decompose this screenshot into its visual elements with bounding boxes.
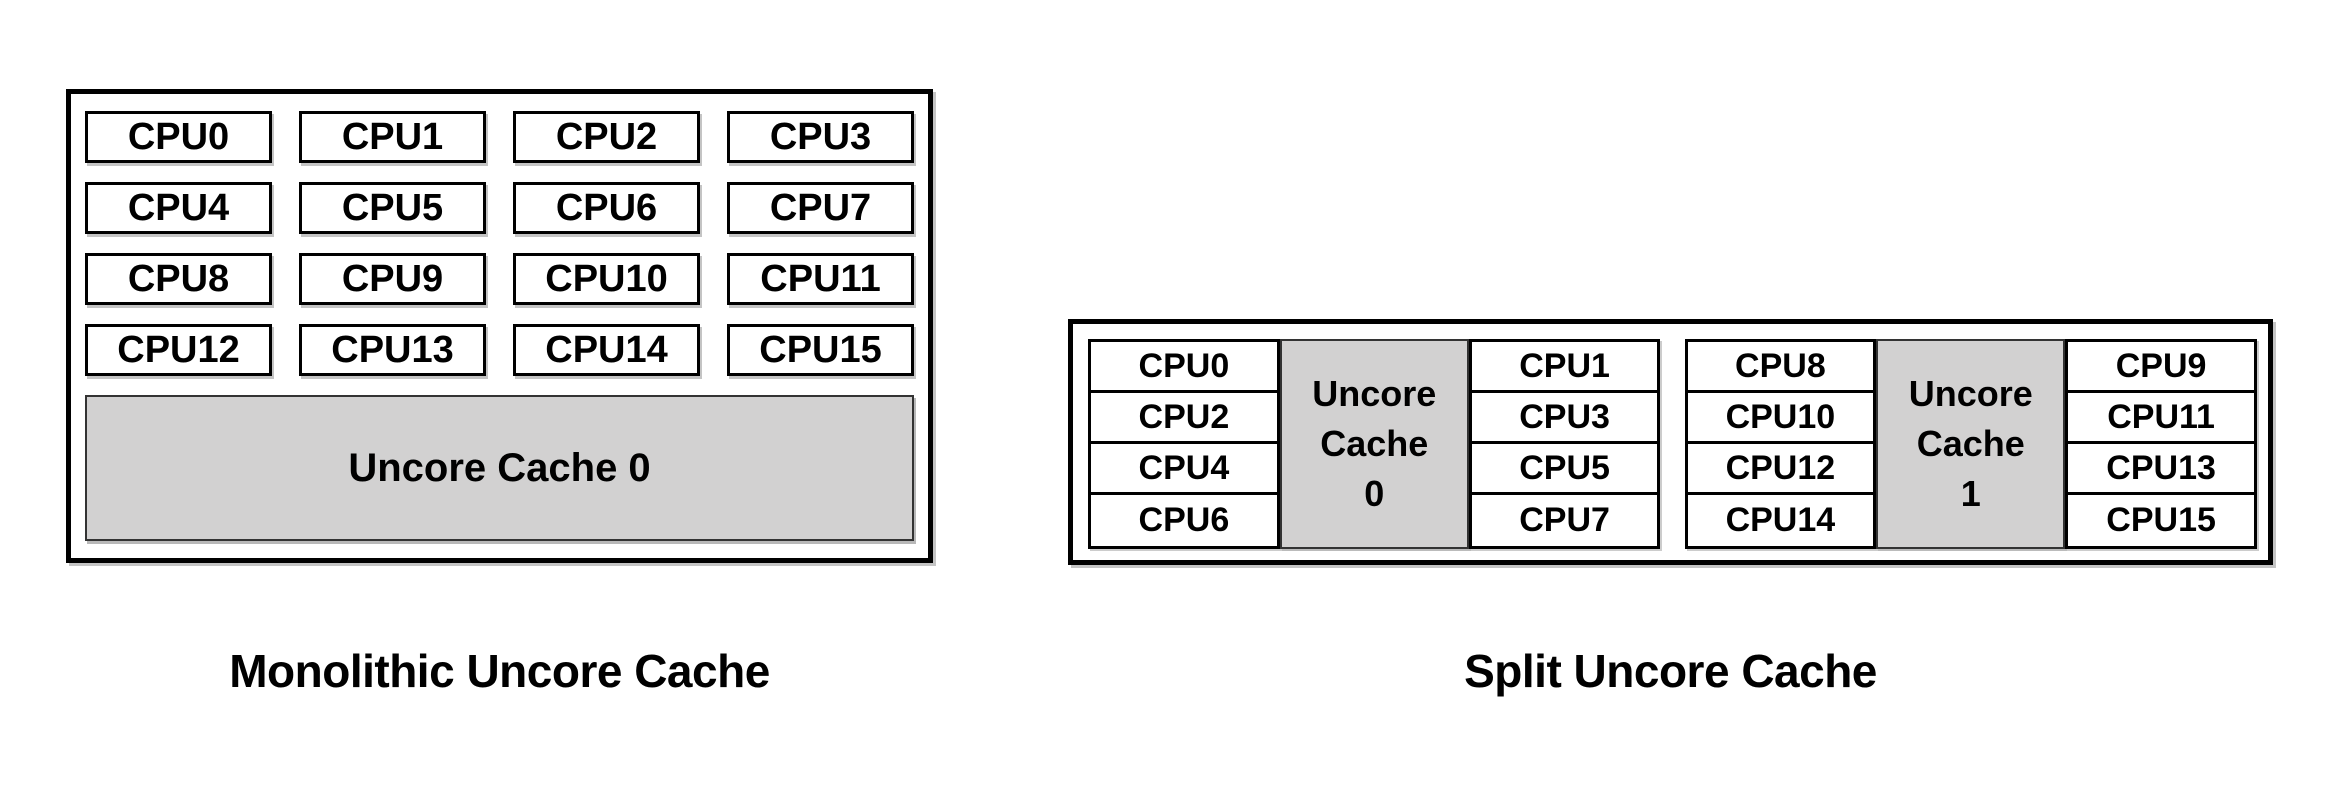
cpu-cell: CPU15 [2106, 501, 2216, 539]
cpu-box: CPU15 [727, 324, 914, 376]
split-diagram: CPU0 CPU2 CPU4 CPU6 Uncore Cache 0 CPU1 … [1068, 319, 2273, 565]
cpu-box: CPU4 [85, 182, 272, 234]
cpu-box: CPU0 [85, 111, 272, 163]
cpu-cell: CPU8 [1687, 342, 1874, 393]
split-cluster-1: CPU8 CPU10 CPU12 CPU14 Uncore Cache 1 CP… [1684, 339, 2258, 549]
cache-line: Cache [1320, 423, 1429, 464]
split-cluster-0: CPU0 CPU2 CPU4 CPU6 Uncore Cache 0 CPU1 … [1088, 339, 1661, 549]
cpu-cell: CPU1 [1471, 342, 1658, 393]
monolithic-caption: Monolithic Uncore Cache [229, 645, 770, 697]
cpu-column-odd: CPU9 CPU11 CPU13 CPU15 [2065, 339, 2257, 549]
cpu-cell: CPU7 [1519, 501, 1610, 539]
cpu-cell: CPU0 [1091, 342, 1277, 393]
cpu-cell: CPU12 [1687, 444, 1874, 495]
cache-line: 0 [1364, 473, 1385, 514]
cpu-box: CPU11 [727, 253, 914, 305]
cache-line: Cache [1916, 423, 2025, 464]
split-caption: Split Uncore Cache [1464, 645, 1877, 697]
uncore-cache-0-split-box: Uncore Cache 0 [1279, 339, 1469, 549]
cpu-column-odd: CPU1 CPU3 CPU5 CPU7 [1468, 339, 1661, 549]
cpu-cell: CPU3 [1471, 393, 1658, 444]
cache-line: Uncore [1312, 373, 1437, 414]
cpu-cell: CPU13 [2068, 444, 2254, 495]
cpu-cell: CPU10 [1687, 393, 1874, 444]
cpu-cell: CPU5 [1471, 444, 1658, 495]
cpu-box: CPU13 [299, 324, 486, 376]
cpu-box: CPU14 [513, 324, 700, 376]
cpu-cell: CPU11 [2068, 393, 2254, 444]
cpu-box: CPU12 [85, 324, 272, 376]
cpu-box: CPU8 [85, 253, 272, 305]
cache-line: 1 [1960, 473, 1981, 514]
monolithic-cpu-grid: CPU0 CPU1 CPU2 CPU3 CPU4 CPU5 CPU6 CPU7 … [85, 111, 914, 376]
cache-line: Uncore [1908, 373, 2033, 414]
cpu-column-even: CPU8 CPU10 CPU12 CPU14 [1684, 339, 1877, 549]
cpu-box: CPU2 [513, 111, 700, 163]
cpu-cell: CPU4 [1091, 444, 1277, 495]
cpu-box: CPU3 [727, 111, 914, 163]
cpu-column-even: CPU0 CPU2 CPU4 CPU6 [1088, 339, 1280, 549]
cpu-box: CPU7 [727, 182, 914, 234]
cpu-box: CPU9 [299, 253, 486, 305]
uncore-cache-1-split-box: Uncore Cache 1 [1876, 339, 2066, 549]
cpu-cell: CPU9 [2068, 342, 2254, 393]
monolithic-diagram: CPU0 CPU1 CPU2 CPU3 CPU4 CPU5 CPU6 CPU7 … [66, 89, 933, 563]
cpu-box: CPU1 [299, 111, 486, 163]
cpu-box: CPU5 [299, 182, 486, 234]
cpu-cell: CPU6 [1138, 501, 1230, 539]
cpu-box: CPU6 [513, 182, 700, 234]
cpu-cell: CPU2 [1091, 393, 1277, 444]
uncore-cache-0-box: Uncore Cache 0 [85, 395, 914, 541]
cpu-box: CPU10 [513, 253, 700, 305]
cpu-cell: CPU14 [1725, 501, 1836, 539]
